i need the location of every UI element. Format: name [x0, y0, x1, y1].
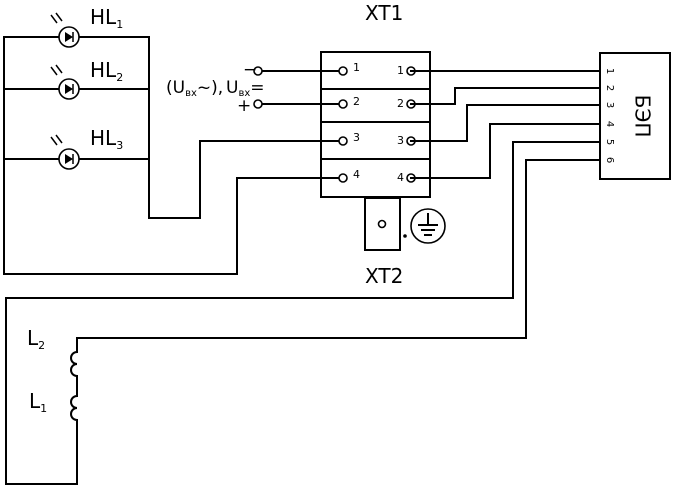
bez-pin-4: 4 [604, 121, 615, 127]
terminal-circle-icon [377, 219, 387, 229]
coil-l2-label: L2 [27, 326, 45, 352]
xt1-to-bez-wiring [410, 70, 601, 179]
xt2-label: XT2 [365, 264, 403, 288]
terminal-block-xt1: XT1 1 2 3 4 1 2 3 4 [320, 1, 431, 198]
wire-xt1-2-to-bez-2 [410, 87, 601, 105]
xt2-dot [403, 234, 407, 238]
xt1-right-term-1: 1 [397, 64, 404, 77]
bez-body [599, 52, 671, 180]
indicator-lamp-icon [50, 134, 80, 170]
wire-ladder-to-xt1-4 [3, 177, 344, 275]
bez-label-group: БЭП [631, 95, 655, 138]
terminal-circle-icon [338, 66, 348, 76]
input-supply: − + (Uвх~), Uвх= [166, 60, 344, 116]
bez-pin-3: 3 [604, 102, 615, 108]
coil-wiring: L2 L1 [5, 141, 601, 485]
bez-pin-2: 2 [604, 85, 615, 91]
xt1-left-term-1: 1 [353, 61, 360, 74]
wire-bez-6-to-l2 [76, 159, 601, 353]
input-plus-sign: + [237, 96, 251, 116]
indicator-lamp-icon [50, 64, 80, 100]
bez-block: БЭП 1 2 3 4 5 6 [599, 52, 671, 180]
lamp-hl3 [50, 134, 80, 170]
indicator-lamp-icon [50, 12, 80, 48]
xt1-label: XT1 [365, 1, 403, 25]
lamp-hl1 [50, 12, 80, 48]
coil-l1 [70, 394, 79, 422]
bez-pin-5: 5 [604, 139, 615, 145]
wire-hl-to-xt1-3 [148, 140, 344, 219]
xt2-body [364, 197, 401, 251]
coil-l1-label: L1 [29, 389, 47, 415]
lamp-hl3-label: HL3 [90, 126, 123, 152]
input-ac-label: (Uвх~), [166, 78, 223, 99]
xt1-right-term-2: 2 [397, 97, 404, 110]
xt1-right-term-4: 4 [397, 171, 404, 184]
xt1-left-term-3: 3 [353, 131, 360, 144]
ground-icon [410, 208, 446, 244]
bez-pin-1: 1 [604, 68, 615, 74]
input-minus-sign: − [243, 60, 257, 80]
terminal-circle-icon [338, 136, 348, 146]
bez-pin-6: 6 [604, 157, 615, 163]
wire-xt1-3-to-bez-3 [410, 104, 601, 142]
lamp-ladder [3, 36, 344, 275]
bez-label: БЭП [631, 95, 655, 138]
terminal-circle-icon [338, 99, 348, 109]
terminal-xt2: XT2 [364, 197, 446, 288]
wire-bez-5-to-l1 [5, 141, 601, 485]
lamp-hl2 [50, 64, 80, 100]
coil-l2 [70, 350, 79, 378]
lamp-hl2-label: HL2 [90, 58, 123, 84]
terminal-circle-icon [338, 173, 348, 183]
terminal-circle-icon [253, 66, 263, 76]
xt1-left-term-2: 2 [353, 95, 360, 108]
lamp-hl1-label: HL1 [90, 5, 123, 31]
input-dc-label: Uвх= [226, 78, 265, 99]
wire-xt1-4-to-bez-4 [410, 123, 601, 179]
xt1-left-term-4: 4 [353, 168, 360, 181]
xt1-right-term-3: 3 [397, 134, 404, 147]
terminal-circle-icon [253, 99, 263, 109]
